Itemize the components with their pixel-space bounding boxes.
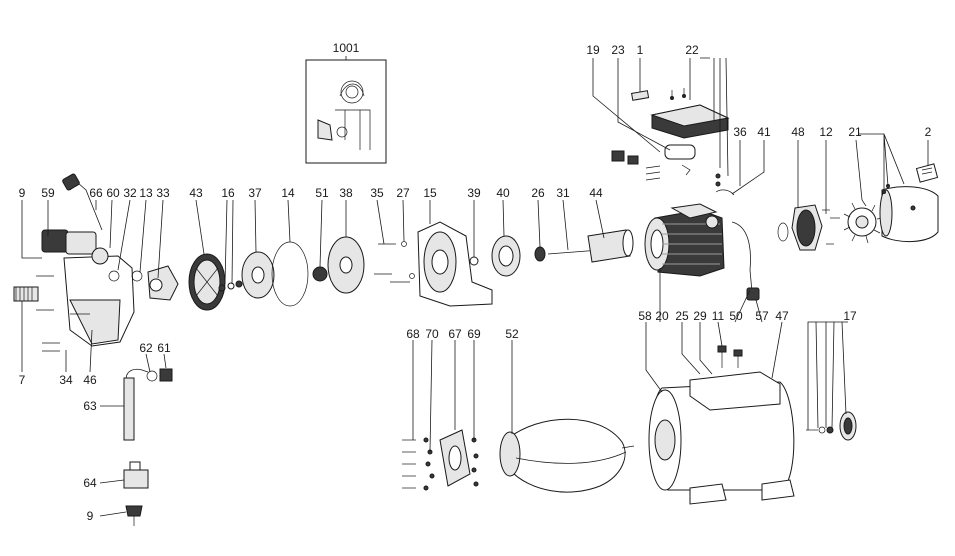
label-47: 47 (775, 309, 789, 323)
label-37: 37 (248, 186, 262, 200)
label-63: 63 (83, 399, 97, 413)
label-14: 14 (281, 186, 295, 200)
label-38: 38 (339, 186, 353, 200)
label-59: 59 (41, 186, 55, 200)
label-62: 62 (139, 341, 153, 355)
label-16: 16 (221, 186, 235, 200)
label-1: 1 (637, 43, 644, 57)
label-70: 70 (425, 327, 439, 341)
label-41: 41 (757, 125, 771, 139)
label-50: 50 (729, 309, 743, 323)
label-17: 17 (843, 309, 857, 323)
label-12: 12 (819, 125, 833, 139)
detail-inset-1001 (305, 59, 387, 164)
label-26: 26 (531, 186, 545, 200)
pressure-tank (648, 345, 795, 505)
motor (644, 203, 760, 301)
label-11: 11 (712, 309, 725, 323)
pump-internals (147, 221, 634, 311)
label-21: 21 (848, 125, 862, 139)
label-31: 31 (556, 186, 570, 200)
label-36: 36 (733, 125, 747, 139)
label-22: 22 (685, 43, 699, 57)
label-20: 20 (655, 309, 669, 323)
label-40: 40 (496, 186, 510, 200)
label-23: 23 (611, 43, 625, 57)
switch-box-group (611, 88, 735, 196)
label-67: 67 (448, 327, 462, 341)
label-27: 27 (396, 186, 410, 200)
label-39: 39 (467, 186, 481, 200)
bladder (499, 418, 635, 493)
label-48: 48 (791, 125, 805, 139)
label-69: 69 (467, 327, 481, 341)
label-15: 15 (423, 186, 437, 200)
leader-lines (21, 56, 929, 517)
label-1001: 1001 (333, 41, 360, 55)
label-9-bottom: 9 (87, 509, 94, 523)
label-25: 25 (675, 309, 689, 323)
label-64: 64 (83, 476, 97, 490)
label-57: 57 (755, 309, 769, 323)
label-34: 34 (59, 373, 73, 387)
label-51: 51 (315, 186, 329, 200)
label-52: 52 (505, 327, 519, 341)
label-43: 43 (189, 186, 203, 200)
label-44: 44 (589, 186, 603, 200)
label-58: 58 (638, 309, 652, 323)
fan-parts (777, 163, 939, 251)
label-19: 19 (586, 43, 600, 57)
label-68: 68 (406, 327, 420, 341)
label-46: 46 (83, 373, 97, 387)
gauge-parts (806, 411, 857, 441)
label-66: 66 (89, 186, 103, 200)
label-13: 13 (139, 186, 153, 200)
label-32: 32 (123, 186, 137, 200)
label-61: 61 (157, 341, 171, 355)
label-29: 29 (693, 309, 707, 323)
pipe-parts (123, 368, 173, 526)
label-33: 33 (156, 186, 170, 200)
label-7: 7 (19, 373, 26, 387)
label-9-top: 9 (19, 186, 26, 200)
label-60: 60 (106, 186, 120, 200)
part-labels: 1001 19 23 1 22 36 41 48 12 21 2 9 59 66… (19, 41, 932, 523)
flange-parts (402, 429, 479, 491)
label-35: 35 (370, 186, 384, 200)
label-2: 2 (925, 125, 932, 139)
